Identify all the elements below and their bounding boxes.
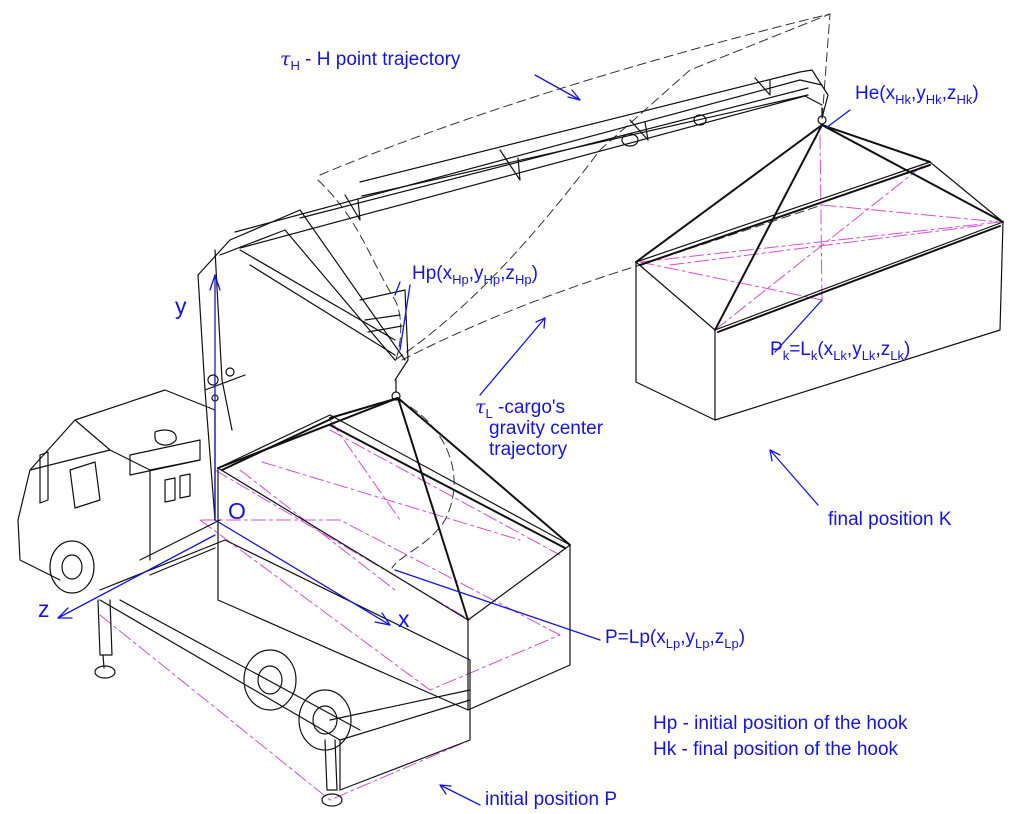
slings-initial: [217, 397, 571, 621]
pk-sub-z: Lk: [890, 348, 904, 363]
tau-l-subscript: L: [485, 406, 493, 421]
axis-x-label: x: [398, 606, 410, 632]
he-mid-z: ,z: [941, 83, 957, 104]
leader-final-k: [769, 449, 819, 506]
he-prefix: He(x: [855, 83, 896, 104]
leader-pk: [774, 299, 823, 353]
leader-tau-l: [479, 317, 546, 396]
tau-l-line2: gravity center: [489, 418, 604, 439]
pk-mid-z: ,z: [875, 339, 891, 360]
legend-hk: Hk - final position of the hook: [653, 739, 899, 760]
tau-h-text: - H point trajectory: [299, 49, 461, 70]
label-p-lp: P=Lp(xLp,yLp,zLp): [605, 627, 746, 650]
label-he: He(xHk,yHk,zHk): [855, 83, 979, 106]
label-hp: Hp(xHp,yHp,zHp): [412, 263, 538, 286]
he-sub-z: Hk: [956, 92, 973, 107]
pk-sub-x: Lk: [833, 348, 847, 363]
plp-mid-y: ,y: [680, 627, 695, 648]
label-tau-h: τH - H point trajectory: [280, 48, 461, 73]
trajectory-lines: [317, 13, 831, 569]
h-point-trajectory-guide: [319, 13, 831, 176]
final-position-label: final position K: [828, 509, 952, 530]
pk-mid-y: ,y: [846, 339, 862, 360]
crane: [197, 69, 829, 521]
truck: [17, 389, 471, 807]
cargo-trajectory-guide: [401, 204, 823, 361]
pk-p: P: [770, 339, 783, 360]
hidden-lines: [99, 134, 1001, 801]
axis-z-label: z: [38, 596, 50, 622]
pk-mid: (x: [817, 339, 834, 360]
he-mid-y: ,y: [911, 83, 926, 104]
tau-l-symbol: τ: [475, 396, 486, 418]
hp-mid-z: ,z: [500, 263, 515, 284]
pk-p-sub: k: [782, 348, 790, 363]
legend-hp: Hp - initial position of the hook: [653, 713, 908, 734]
z-axis: [57, 534, 216, 619]
hp-sub-z: Hp: [514, 272, 532, 287]
plp-mid-z: ,z: [709, 627, 725, 648]
tau-h-symbol: τ: [280, 48, 291, 70]
h-point-trajectory-path: [394, 13, 831, 361]
pk-l-sub: k: [810, 348, 818, 363]
leader-he: [825, 109, 851, 129]
leader-tau-h: [534, 74, 581, 101]
tau-h-subscript: H: [290, 58, 300, 73]
pk-sub-y: Lk: [861, 348, 876, 363]
he-sub-y: Hk: [925, 92, 942, 107]
pk-eq: =L: [789, 339, 811, 360]
h-trajectory-curve: [317, 179, 402, 363]
initial-position-label: initial position P: [485, 789, 618, 810]
slings-final: [635, 124, 1004, 331]
pk-suffix: ): [903, 339, 911, 360]
tau-l-line1: -cargo's: [492, 397, 566, 418]
label-pk: Pk=Lk(xLk,yLk,zLk): [770, 339, 911, 362]
hp-suffix: ): [531, 263, 538, 284]
cargo-box-final: [635, 161, 1004, 421]
tau-l-line3: trajectory: [489, 439, 568, 460]
he-suffix: ): [972, 83, 979, 104]
leader-initial-p: [439, 784, 481, 806]
hp-sub-x: Hp: [452, 272, 469, 287]
plp-sub-y: Lp: [694, 636, 710, 651]
plp-sub-x: Lp: [665, 636, 681, 651]
origin-label: O: [228, 498, 246, 524]
he-sub-x: Hk: [895, 92, 912, 107]
plp-prefix: P=Lp(x: [605, 627, 666, 648]
hp-sub-y: Hp: [483, 272, 501, 287]
label-tau-l: τL -cargo's gravity center trajectory: [475, 396, 604, 461]
plp-sub-z: Lp: [724, 636, 739, 651]
x-axis: [214, 519, 391, 626]
cargo-trajectory-path: [391, 399, 455, 569]
leader-hp: [399, 284, 411, 351]
hp-prefix: Hp(x: [412, 263, 453, 284]
leader-p-lp: [394, 569, 601, 641]
hp-mid-y: ,y: [468, 263, 484, 284]
annotation-lines: [57, 74, 851, 806]
plp-suffix: ): [738, 627, 746, 648]
axis-y-label: y: [175, 293, 187, 319]
